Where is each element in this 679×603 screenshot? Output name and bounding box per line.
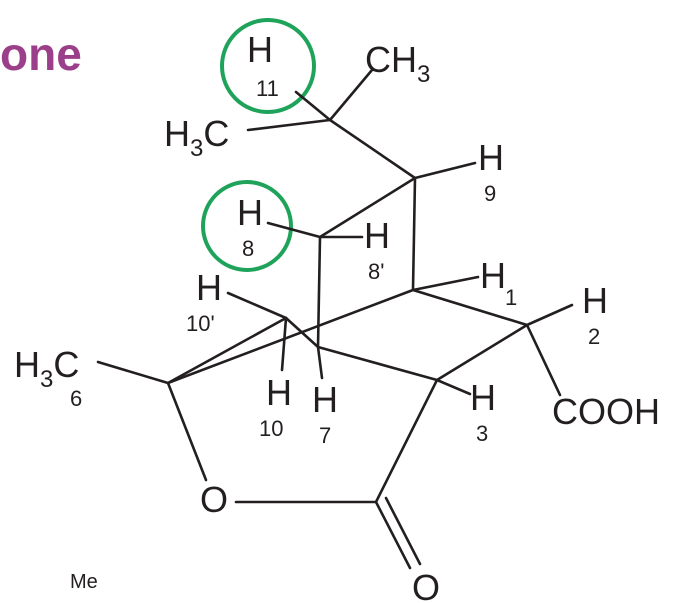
atom-h2: H [582, 280, 608, 321]
atom-h1: H [480, 255, 506, 296]
bond-c9-c8 [318, 176, 417, 239]
number-6: 6 [70, 386, 82, 411]
number-2: 2 [588, 324, 600, 349]
atom-h3c-6: H3C [14, 344, 79, 393]
bond-c1-c6 [166, 288, 415, 385]
bond-c10-h10p [226, 291, 288, 320]
bond-c6-h3c [96, 360, 170, 385]
bond-c10-h10 [280, 316, 288, 372]
bond-ch3-c11 [328, 68, 374, 122]
number-1: 1 [505, 285, 517, 310]
atom-h3: H [470, 377, 496, 418]
note-me: Me [70, 571, 98, 593]
number-9: 9 [484, 181, 496, 206]
number-7: 7 [319, 423, 331, 448]
bond-c3-c4 [374, 378, 439, 504]
number-11: 11 [256, 76, 279, 101]
bond-h11-c11 [294, 90, 332, 122]
number-8: 8 [242, 236, 254, 261]
bond-c9-h9 [413, 161, 477, 180]
atom-h11: H [247, 29, 273, 70]
title-fragment: one [0, 28, 82, 80]
number-10: 10 [259, 416, 283, 441]
atom-o-carbonyl: O [412, 567, 440, 603]
atom-h10: H [266, 372, 292, 413]
atom-h8: H [237, 192, 263, 233]
bond-c1-h1 [411, 275, 480, 292]
number-8-prime: 8' [368, 259, 384, 284]
bond-c2-c3 [435, 323, 529, 382]
atom-h9: H [478, 137, 504, 178]
bond-c8-h8 [266, 221, 322, 239]
bond-c7-c3 [316, 345, 439, 382]
bond-c6-o [166, 381, 208, 482]
bond-c2-cooh [525, 323, 562, 397]
bond-c4-o-double-b [384, 496, 422, 566]
bond-c3-h3 [435, 378, 472, 396]
group-cooh: COOH [552, 391, 660, 432]
atom-labels: H 11 CH3 H3C H 9 H 8 H 8' H 1 H 10' H 2 … [14, 29, 660, 603]
bond-c1-c2 [411, 288, 529, 327]
bond-c10-c7 [284, 316, 320, 349]
atom-h7: H [312, 379, 338, 420]
bond-c8-c7 [316, 235, 322, 349]
bonds [96, 68, 574, 570]
bond-c9-c1 [411, 176, 417, 292]
atom-h10-prime: H [196, 267, 222, 308]
bond-c7-h7 [316, 345, 324, 380]
number-10-prime: 10' [186, 311, 215, 336]
highlight-circle-h11 [220, 18, 316, 114]
bond-c10-c6 [166, 316, 288, 385]
highlight-circle-h8 [201, 180, 293, 272]
bond-c11-c9 [328, 118, 417, 180]
atom-h8-prime: H [364, 215, 390, 256]
bond-h3c-c11 [246, 118, 332, 132]
atom-o-ring: O [200, 479, 228, 520]
bond-c2-h2 [525, 303, 574, 327]
bond-c4-o-double-a [374, 500, 412, 570]
number-3: 3 [476, 421, 488, 446]
atom-h3c-left: H3C [164, 113, 229, 162]
atom-ch3-top: CH3 [365, 39, 430, 88]
